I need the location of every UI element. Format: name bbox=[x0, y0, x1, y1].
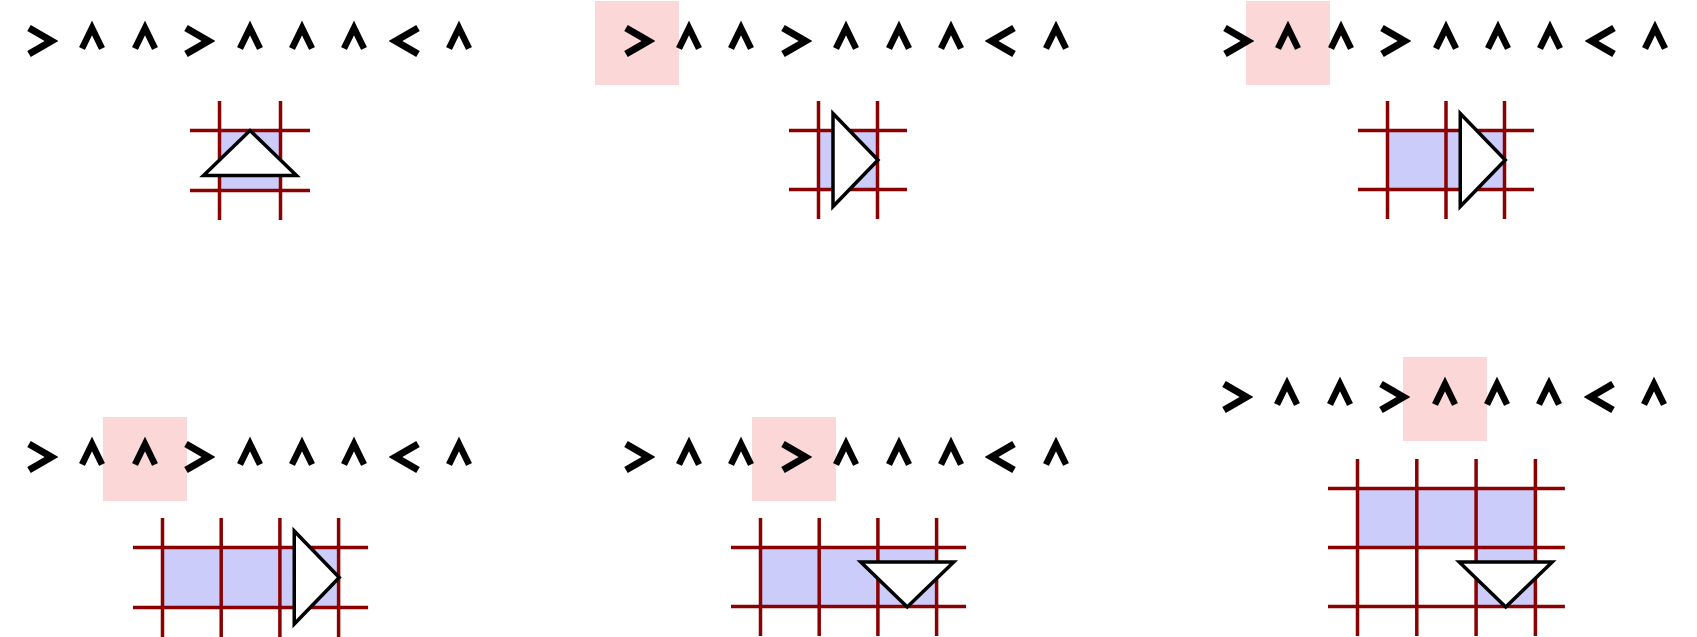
instruction-right-icon bbox=[1222, 380, 1253, 414]
instruction-up-icon bbox=[728, 20, 755, 50]
visited-cell bbox=[220, 547, 280, 607]
instruction-up-icon bbox=[1042, 20, 1069, 50]
instruction-right-icon bbox=[623, 440, 655, 474]
instruction-up-icon bbox=[885, 436, 912, 466]
instruction-up-icon bbox=[1536, 376, 1563, 406]
instruction-up-icon bbox=[833, 436, 860, 466]
instruction-right-icon bbox=[1379, 380, 1411, 414]
instruction-right-icon bbox=[623, 24, 655, 58]
visited-cell bbox=[1356, 488, 1417, 547]
instruction-left-icon bbox=[1584, 24, 1616, 58]
instruction-up-icon bbox=[1431, 376, 1458, 406]
instruction-left-icon bbox=[388, 24, 420, 58]
current-instruction-highlight bbox=[751, 417, 836, 501]
agent-triangle-icon bbox=[1458, 108, 1508, 211]
instruction-right-icon bbox=[780, 24, 812, 58]
instruction-up-icon bbox=[79, 436, 106, 466]
world-grid bbox=[132, 517, 368, 637]
instruction-up-icon bbox=[236, 20, 263, 50]
instruction-up-icon bbox=[289, 436, 315, 466]
agent-triangle-icon bbox=[855, 559, 958, 609]
current-instruction-highlight bbox=[102, 417, 187, 501]
visited-cell bbox=[1387, 130, 1446, 189]
instruction-up-icon bbox=[1274, 376, 1301, 406]
instruction-up-icon bbox=[446, 436, 473, 466]
instruction-up-icon bbox=[1641, 376, 1668, 406]
instruction-right-icon bbox=[1380, 24, 1412, 58]
instruction-right-icon bbox=[780, 440, 812, 474]
instruction-up-icon bbox=[937, 436, 964, 466]
current-instruction-highlight bbox=[1246, 1, 1331, 85]
instruction-up-icon bbox=[1432, 20, 1459, 50]
instruction-right-icon bbox=[184, 440, 216, 474]
instruction-up-icon bbox=[885, 20, 912, 50]
instruction-up-icon bbox=[236, 436, 263, 466]
instruction-up-icon bbox=[1326, 376, 1353, 406]
visited-cell bbox=[818, 547, 878, 606]
instruction-up-icon bbox=[937, 20, 964, 50]
current-instruction-highlight bbox=[594, 1, 679, 85]
instruction-up-icon bbox=[1484, 376, 1510, 406]
instruction-up-icon bbox=[341, 436, 368, 466]
instruction-left-icon bbox=[985, 24, 1017, 58]
instruction-right-icon bbox=[184, 24, 216, 58]
instruction-up-icon bbox=[728, 436, 755, 466]
instruction-up-icon bbox=[1327, 20, 1354, 50]
agent-triangle-icon bbox=[198, 127, 301, 177]
visited-cell bbox=[759, 547, 819, 606]
instruction-left-icon bbox=[388, 440, 420, 474]
instruction-right-icon bbox=[27, 24, 58, 58]
current-instruction-highlight bbox=[1402, 357, 1487, 441]
world-grid bbox=[1357, 100, 1534, 219]
world-grid bbox=[730, 517, 966, 636]
instruction-up-icon bbox=[289, 20, 315, 50]
world-grid bbox=[189, 100, 310, 220]
instruction-left-icon bbox=[1583, 380, 1615, 414]
visited-cell bbox=[1416, 488, 1476, 547]
instruction-up-icon bbox=[1042, 436, 1069, 466]
instruction-left-icon bbox=[985, 440, 1017, 474]
instruction-up-icon bbox=[1537, 20, 1564, 50]
world-grid bbox=[1327, 458, 1565, 636]
agent-triangle-icon bbox=[1454, 559, 1557, 609]
instruction-up-icon bbox=[131, 20, 158, 50]
instruction-up-icon bbox=[79, 20, 106, 50]
instruction-right-icon bbox=[27, 440, 58, 474]
instruction-up-icon bbox=[1275, 20, 1302, 50]
instruction-up-icon bbox=[341, 20, 368, 50]
instruction-right-icon bbox=[1223, 24, 1254, 58]
instruction-up-icon bbox=[675, 20, 702, 50]
visited-cell bbox=[161, 547, 221, 607]
visited-cell bbox=[1475, 488, 1535, 547]
world-grid bbox=[788, 100, 907, 219]
instruction-up-icon bbox=[675, 436, 702, 466]
instruction-up-icon bbox=[446, 20, 473, 50]
instruction-up-icon bbox=[1485, 20, 1511, 50]
instruction-up-icon bbox=[833, 20, 860, 50]
instruction-up-icon bbox=[1642, 20, 1669, 50]
instruction-up-icon bbox=[131, 436, 158, 466]
agent-triangle-icon bbox=[830, 108, 880, 211]
agent-triangle-icon bbox=[291, 526, 342, 628]
